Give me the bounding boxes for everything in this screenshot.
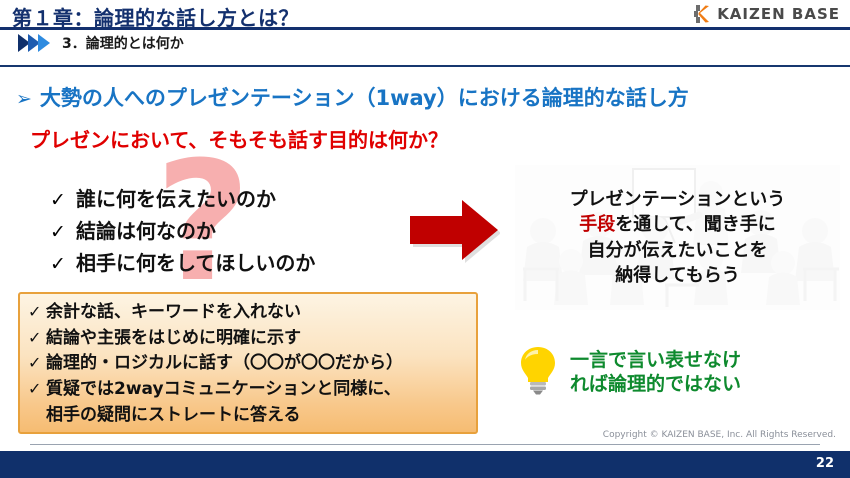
question-mark-watermark: ?	[155, 126, 251, 318]
tips-list: ✓ 余計な話、キーワードを入れない ✓ 結論や主張をはじめに明確に示す ✓ 論理…	[28, 300, 470, 427]
list-item: ✓ 質疑では2wayコミュニケーションと同様に、	[28, 377, 470, 402]
logo-mark-icon	[689, 3, 711, 25]
list-item-label: 誰に何を伝えたいのか	[76, 187, 276, 211]
seminar-illustration-image	[515, 165, 840, 310]
title-divider	[0, 27, 850, 30]
section-divider	[0, 65, 850, 67]
section-heading-row: 3．論理的とは何か	[18, 33, 184, 53]
list-item-continuation: 相手の疑問にストレートに答える	[46, 404, 301, 425]
purpose-checklist: ✓ 誰に何を伝えたいのか ✓ 結論は何なのか ✓ 相手に何をしてほしいのか	[50, 183, 315, 279]
caption-line-4: 納得してもらう	[615, 264, 740, 286]
logo-text: KAIZEN BASE	[717, 5, 840, 23]
list-item: ✓ 論理的・ロジカルに話す（〇〇が〇〇だから）	[28, 351, 470, 376]
arrow-bullet-icon: ➢	[16, 88, 32, 110]
check-icon: ✓	[28, 327, 42, 347]
seminar-illustration-block: プレゼンテーションという 手段を通して、聞き手に 自分が伝えたいことを 納得して…	[515, 165, 840, 310]
chevron-right-icon	[18, 34, 50, 52]
check-icon: ✓	[50, 221, 66, 243]
caption-line-2-emphasis: 手段	[579, 214, 616, 236]
lead-heading-text: 大勢の人へのプレゼンテーション（1way）における論理的な話し方	[39, 86, 689, 110]
caption-line-2-rest: を通して、聞き手に	[615, 214, 776, 236]
check-icon: ✓	[28, 353, 42, 373]
check-icon: ✓	[28, 302, 42, 321]
list-item: ✓ 相手に何をしてほしいのか	[50, 247, 315, 276]
lightbulb-icon	[518, 344, 558, 400]
check-icon: ✓	[50, 253, 66, 275]
right-arrow-icon	[408, 196, 501, 264]
key-point-text: 一言で言い表せなけ れば論理的ではない	[570, 348, 741, 397]
chapter-title: 第１章：論理的な話し方とは？	[12, 6, 299, 30]
tips-box: ✓ 余計な話、キーワードを入れない ✓ 結論や主張をはじめに明確に示す ✓ 論理…	[18, 292, 478, 434]
page-number: 22	[815, 456, 834, 471]
list-item-label: 質疑では2wayコミュニケーションと同様に、	[46, 378, 401, 399]
list-item: ✓ 誰に何を伝えたいのか	[50, 183, 315, 212]
key-point-line-2: れば論理的ではない	[570, 373, 742, 395]
list-item-label: 論理的・ロジカルに話す（〇〇が〇〇だから）	[46, 353, 403, 374]
key-point-line-1: 一言で言い表せなけ	[570, 348, 742, 371]
footer-bar	[0, 451, 850, 478]
key-point-note: 一言で言い表せなけ れば論理的ではない	[518, 344, 741, 400]
footer-divider	[30, 444, 820, 445]
section-label: 3．論理的とは何か	[62, 36, 184, 52]
kaizen-base-logo: KAIZEN BASE	[689, 3, 840, 25]
photo-caption: プレゼンテーションという 手段を通して、聞き手に 自分が伝えたいことを 納得して…	[515, 165, 840, 310]
list-item: ✓ 結論は何なのか	[50, 215, 315, 244]
check-icon: ✓	[50, 189, 66, 211]
sub-heading: プレゼンにおいて、そもそも話す目的は何か？	[30, 128, 448, 152]
lead-heading: ➢ 大勢の人へのプレゼンテーション（1way）における論理的な話し方	[16, 82, 689, 112]
list-item-label: 結論や主張をはじめに明確に示す	[46, 327, 301, 348]
list-item-label: 相手に何をしてほしいのか	[76, 251, 316, 275]
caption-line-1: プレゼンテーションという	[569, 189, 786, 211]
list-item: ✓ 結論や主張をはじめに明確に示す	[28, 326, 470, 351]
list-item-label: 余計な話、キーワードを入れない	[46, 302, 301, 322]
copyright-text: Copyright © KAIZEN BASE, Inc. All Rights…	[602, 430, 836, 440]
caption-line-2: 手段を通して、聞き手に	[579, 213, 776, 236]
check-icon: ✓	[28, 378, 42, 398]
list-item: ✓ 余計な話、キーワードを入れない	[28, 300, 470, 325]
caption-line-3: 自分が伝えたいことを	[587, 239, 768, 261]
list-item-label: 結論は何なのか	[76, 219, 216, 243]
